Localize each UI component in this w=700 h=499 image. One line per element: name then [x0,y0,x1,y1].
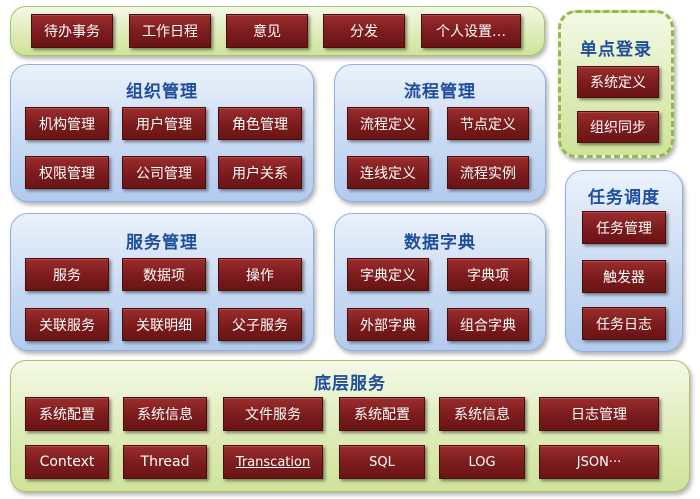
base-item-context[interactable]: Context [25,445,109,479]
dict-item-definition[interactable]: 字典定义 [347,258,429,291]
sso-item-system-definition[interactable]: 系统定义 [577,66,659,98]
dict-item-combined[interactable]: 组合字典 [447,308,529,341]
flow-item-node-definition[interactable]: 节点定义 [447,107,529,140]
sso-title: 单点登录 [580,40,652,60]
dict-item-entry[interactable]: 字典项 [447,258,529,291]
dict-item-external[interactable]: 外部字典 [347,308,429,341]
task-item-trigger[interactable]: 触发器 [582,260,666,293]
org-item-permission[interactable]: 权限管理 [25,156,109,189]
flow-item-link-definition[interactable]: 连线定义 [347,156,429,189]
org-title: 组织管理 [126,82,198,102]
org-panel: 组织管理 机构管理 用户管理 角色管理 权限管理 公司管理 用户关系 [10,64,314,202]
base-item-sys-info-1[interactable]: 系统信息 [123,397,207,431]
task-title: 任务调度 [588,188,660,208]
org-item-role[interactable]: 角色管理 [218,107,302,140]
base-item-thread[interactable]: Thread [123,445,207,479]
nav-item-schedule[interactable]: 工作日程 [129,14,211,48]
service-item-parent-child[interactable]: 父子服务 [218,308,302,341]
flow-title: 流程管理 [404,82,476,102]
nav-item-todo[interactable]: 待办事务 [31,14,113,48]
nav-item-distribute[interactable]: 分发 [323,14,405,48]
nav-item-opinion[interactable]: 意见 [226,14,308,48]
org-item-user-relation[interactable]: 用户关系 [218,156,302,189]
service-item-service[interactable]: 服务 [25,258,109,291]
top-nav-bar: 待办事务 工作日程 意见 分发 个人设置… [10,6,545,56]
org-item-institution[interactable]: 机构管理 [25,107,109,140]
base-item-sys-config-2[interactable]: 系统配置 [339,397,425,431]
base-item-file-service[interactable]: 文件服务 [223,397,323,431]
service-item-data-item[interactable]: 数据项 [122,258,206,291]
org-item-company[interactable]: 公司管理 [122,156,206,189]
base-item-sys-config-1[interactable]: 系统配置 [25,397,109,431]
service-item-operation[interactable]: 操作 [218,258,302,291]
service-item-related-service[interactable]: 关联服务 [25,308,109,341]
base-item-transaction[interactable]: Transcation [223,445,323,479]
service-title: 服务管理 [126,233,198,253]
org-item-user[interactable]: 用户管理 [122,107,206,140]
task-item-log[interactable]: 任务日志 [582,307,666,340]
service-item-related-detail[interactable]: 关联明细 [122,308,206,341]
task-panel: 任务调度 任务管理 触发器 任务日志 [565,170,683,352]
flow-panel: 流程管理 流程定义 节点定义 连线定义 流程实例 [334,64,546,202]
flow-item-instance[interactable]: 流程实例 [447,156,529,189]
dict-title: 数据字典 [404,233,476,253]
base-item-sql[interactable]: SQL [339,445,425,479]
base-title: 底层服务 [314,374,386,394]
nav-item-personal-settings[interactable]: 个人设置… [421,14,521,48]
sso-panel: 单点登录 系统定义 组织同步 [558,10,674,158]
task-item-management[interactable]: 任务管理 [582,211,666,244]
base-panel: 底层服务 系统配置 系统信息 文件服务 系统配置 系统信息 日志管理 Conte… [10,360,690,492]
base-item-json[interactable]: JSON··· [539,445,659,479]
base-item-sys-info-2[interactable]: 系统信息 [439,397,525,431]
base-item-log[interactable]: LOG [439,445,525,479]
sso-item-org-sync[interactable]: 组织同步 [577,111,659,143]
dict-panel: 数据字典 字典定义 字典项 外部字典 组合字典 [334,213,546,351]
base-item-log-management[interactable]: 日志管理 [539,397,659,431]
service-panel: 服务管理 服务 数据项 操作 关联服务 关联明细 父子服务 [10,213,314,351]
flow-item-definition[interactable]: 流程定义 [347,107,429,140]
